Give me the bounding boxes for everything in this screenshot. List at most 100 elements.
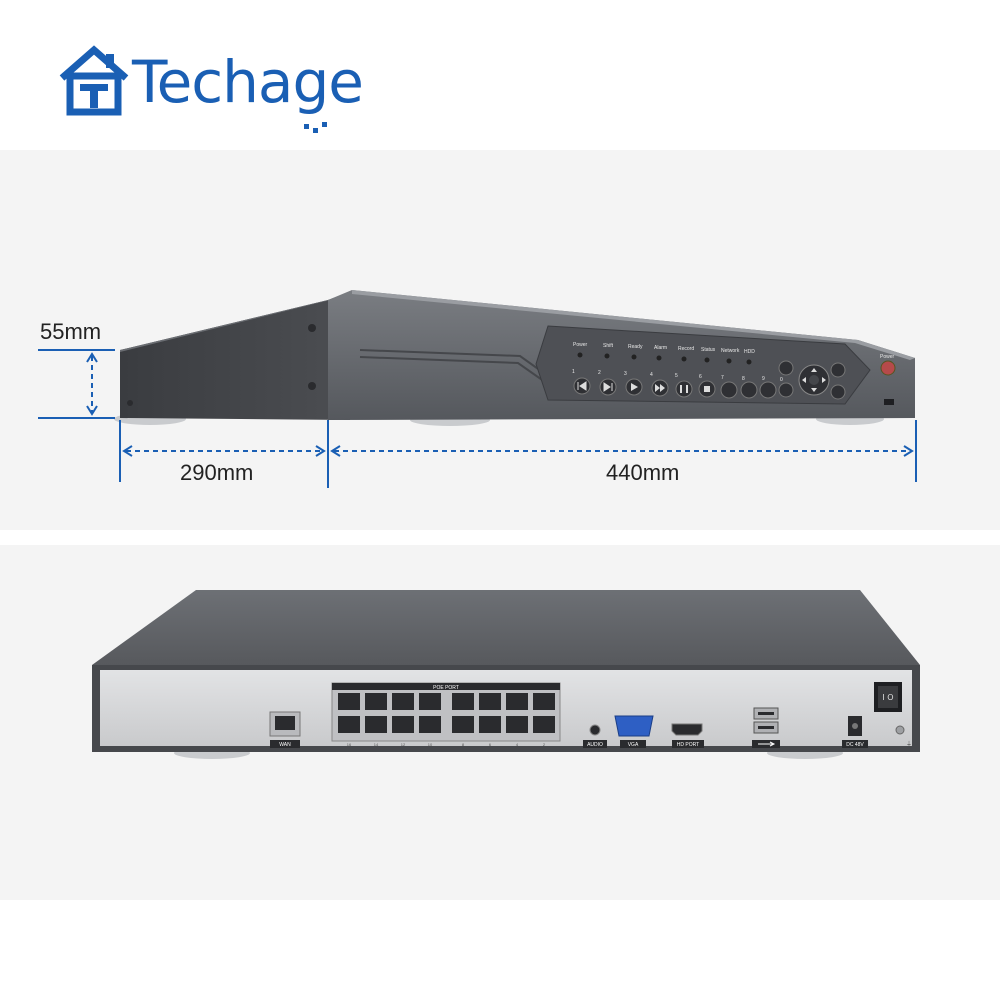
- vga-label-bg: [620, 740, 646, 748]
- ground-screw: [895, 725, 905, 735]
- button-numbers: 1 2 3 4 5 6 7 8 9 0: [572, 369, 783, 383]
- function-button[interactable]: [830, 362, 846, 378]
- button-number: 5: [675, 373, 678, 379]
- direction-pad[interactable]: [798, 364, 830, 396]
- house-logo-icon: [59, 45, 129, 116]
- button-number: 3: [624, 371, 627, 377]
- indicator-label: Ready: [628, 344, 643, 350]
- wan-label-bg: [270, 740, 300, 748]
- button-number: 9: [762, 376, 765, 382]
- vga-label: VGA: [628, 742, 639, 748]
- brand-name: Techage: [132, 48, 364, 116]
- button-number: 0: [780, 377, 783, 383]
- stop-button[interactable]: [698, 380, 716, 398]
- indicator-label: Power: [573, 342, 588, 348]
- function-button[interactable]: [830, 384, 846, 400]
- poe-numbers: 16 14 12 10 8 6 4 2: [347, 742, 546, 747]
- indicator-label: Network: [721, 348, 740, 354]
- audio-jack[interactable]: [589, 724, 601, 736]
- hdmi-label: HD PORT: [677, 742, 699, 748]
- chassis-top: [92, 590, 920, 665]
- power-switch-rocker: [878, 686, 898, 708]
- dimension-lines: [38, 349, 917, 488]
- wan-jack: [275, 716, 295, 730]
- power-switch-icon: I O: [882, 693, 893, 702]
- width-arrow-heads: [330, 445, 914, 457]
- front-usb-port[interactable]: [884, 399, 894, 405]
- nvr-rear-view: WAN POE PORT 16 14 12 10 8 6 4 2 AUD: [92, 590, 920, 759]
- width-label: 440mm: [606, 460, 680, 485]
- button-number: 8: [742, 376, 745, 382]
- indicator-leds: [577, 352, 752, 365]
- screw: [308, 382, 316, 390]
- chassis-top-edge: [120, 292, 350, 352]
- chassis-side: [120, 292, 350, 420]
- indicator-label: HDD: [744, 349, 755, 355]
- number-button[interactable]: [720, 381, 738, 399]
- play-icon: [631, 383, 638, 391]
- dc-pin: [852, 723, 858, 729]
- usb-icon: [758, 741, 776, 747]
- next-button[interactable]: [599, 378, 617, 396]
- height-arrow-heads: [86, 352, 98, 416]
- poe-number: 10: [428, 742, 433, 747]
- button-number: 2: [598, 370, 601, 376]
- power-label: Power: [880, 354, 895, 360]
- nvr-front-view: Power Shift Ready Alarm Record Status Ne…: [114, 290, 915, 426]
- vga-port[interactable]: [614, 715, 654, 737]
- poe-label: POE PORT: [433, 685, 459, 691]
- play-button[interactable]: [625, 378, 643, 396]
- poe-number: 6: [489, 742, 492, 747]
- audio-label: AUDIO: [587, 742, 603, 748]
- poe-number: 14: [374, 742, 379, 747]
- stop-icon: [704, 386, 710, 392]
- indicator-label: Shift: [603, 343, 614, 349]
- usb-tongue: [758, 712, 774, 715]
- audio-label-bg: [583, 740, 607, 748]
- indicator-labels: Power Shift Ready Alarm Record Status Ne…: [573, 342, 895, 360]
- indicator-label: Alarm: [654, 345, 667, 351]
- poe-number: 12: [401, 742, 406, 747]
- poe-number: 16: [347, 742, 352, 747]
- dc-label-bg: [842, 740, 868, 748]
- pause-button[interactable]: [675, 380, 693, 398]
- hdmi-port[interactable]: [671, 723, 703, 736]
- button-number: 6: [699, 374, 702, 380]
- poe-label-bar: [332, 683, 560, 690]
- wan-label: WAN: [279, 742, 291, 748]
- indicator-label: Status: [701, 347, 716, 353]
- forward-button[interactable]: [651, 379, 669, 397]
- poe-ports[interactable]: [338, 693, 555, 733]
- hdmi-label-bg: [672, 740, 704, 748]
- number-button[interactable]: [740, 381, 758, 399]
- button-number: 1: [572, 369, 575, 375]
- fast-forward-icon: [655, 384, 665, 392]
- power-button[interactable]: [880, 360, 896, 376]
- prev-button[interactable]: [573, 377, 591, 395]
- depth-label: 290mm: [180, 460, 254, 485]
- screw: [127, 400, 133, 406]
- button-number: 7: [721, 375, 724, 381]
- height-label: 55mm: [40, 319, 102, 344]
- front-groove: [359, 356, 546, 383]
- poe-number: 4: [516, 742, 519, 747]
- menu-button[interactable]: [778, 360, 794, 376]
- pixel-dots-icon: [304, 122, 327, 133]
- previous-icon: [577, 381, 587, 391]
- poe-number: 2: [543, 742, 546, 747]
- depth-arrow-heads: [122, 445, 326, 457]
- poe-number: 8: [462, 742, 465, 747]
- brand-logo: Techage: [58, 44, 418, 134]
- pause-icon: [680, 385, 688, 393]
- next-icon: [603, 382, 613, 392]
- front-buttons: [573, 360, 896, 405]
- number-button[interactable]: [759, 381, 777, 399]
- ground-icon: ⏚: [906, 741, 912, 748]
- indicator-label: Record: [678, 346, 694, 352]
- usb-tongue: [758, 726, 774, 729]
- exit-button[interactable]: [778, 382, 794, 398]
- button-number: 4: [650, 372, 653, 378]
- dc-label: DC 48V: [846, 742, 864, 748]
- chassis-bevel: [352, 290, 915, 360]
